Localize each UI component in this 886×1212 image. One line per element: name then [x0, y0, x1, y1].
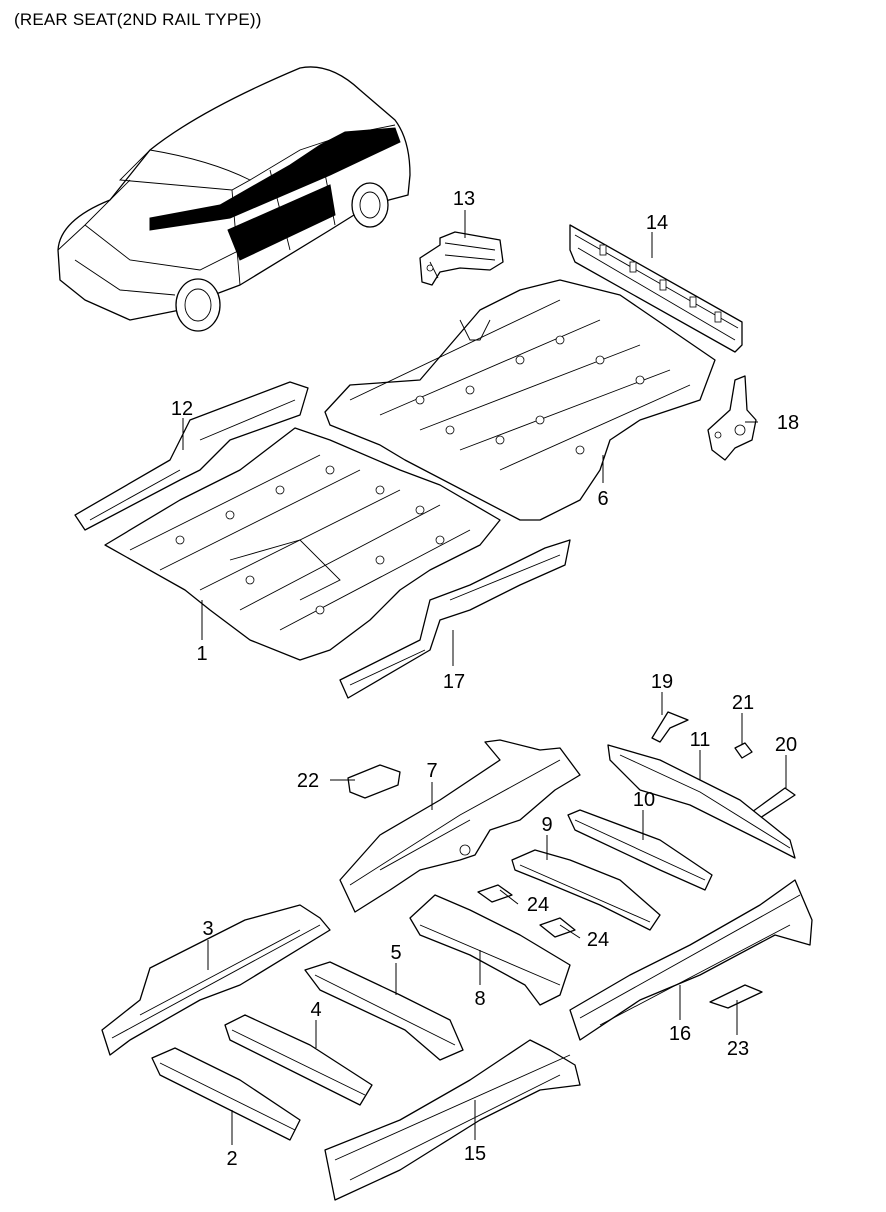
part-19-bracket	[651, 711, 689, 743]
part-18-bracket	[707, 375, 757, 461]
callout-2: 2	[226, 1148, 237, 1170]
leader-lines	[182, 210, 787, 1145]
part-15-side-member	[324, 1039, 581, 1201]
callout-24-b: 24	[587, 929, 609, 951]
callout-8: 8	[474, 988, 485, 1010]
callout-17: 17	[443, 671, 465, 693]
vehicle-illustration	[57, 66, 411, 332]
diagram-title: (REAR SEAT(2ND RAIL TYPE))	[14, 10, 262, 29]
part-11-crossmember	[607, 744, 796, 859]
callout-4: 4	[310, 999, 321, 1021]
callout-12: 12	[171, 398, 193, 420]
callout-14: 14	[646, 212, 668, 234]
callout-19: 19	[651, 671, 673, 693]
callout-24-a: 24	[527, 894, 549, 916]
callout-21: 21	[732, 692, 754, 714]
callout-22: 22	[297, 770, 319, 792]
part-24-bracket-b	[539, 917, 576, 938]
callout-13: 13	[453, 188, 475, 210]
part-2-crossmember	[151, 1047, 301, 1141]
part-23-bracket	[709, 984, 763, 1009]
part-22-bracket	[347, 764, 401, 799]
part-20-bracket	[751, 787, 796, 819]
part-21-clip	[734, 742, 753, 759]
callout-18: 18	[777, 412, 799, 434]
part-7-frame-member	[339, 739, 581, 913]
part-1-front-floor-panel	[104, 427, 501, 661]
callout-3: 3	[202, 918, 213, 940]
part-16-side-member	[569, 879, 813, 1041]
callout-labels: 13 14 12 18 6 1 17 19 21 11 20 22 7 10 9…	[171, 188, 799, 1170]
callout-7: 7	[426, 760, 437, 782]
part-17-side-member	[339, 539, 571, 699]
part-10-crossmember	[567, 809, 713, 891]
part-6-rear-floor-panel	[324, 279, 716, 521]
part-14-crossmember	[569, 224, 743, 353]
part-5-crossmember	[304, 961, 464, 1061]
part-8-crossmember	[409, 894, 571, 1006]
part-24-bracket-a	[477, 884, 513, 903]
callout-9: 9	[541, 814, 552, 836]
callout-5: 5	[390, 942, 401, 964]
part-3-side-member	[101, 904, 331, 1056]
callout-15: 15	[464, 1143, 486, 1165]
callout-11: 11	[690, 729, 711, 751]
callout-1: 1	[196, 643, 207, 665]
callout-20: 20	[775, 734, 797, 756]
part-9-crossmember	[511, 849, 661, 931]
callout-6: 6	[597, 488, 608, 510]
part-4-crossmember	[224, 1014, 373, 1106]
callout-10: 10	[633, 789, 655, 811]
callout-16: 16	[669, 1023, 691, 1045]
part-13-bracket	[419, 231, 504, 286]
callout-23: 23	[727, 1038, 749, 1060]
